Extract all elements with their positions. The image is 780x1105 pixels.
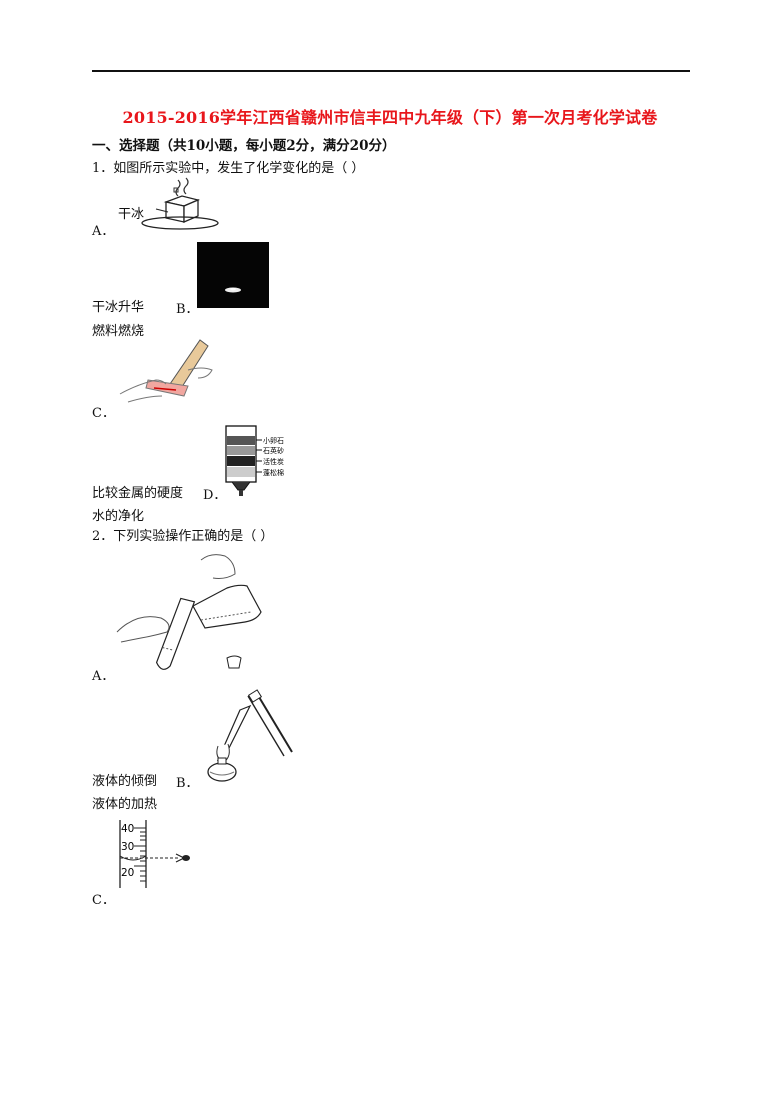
dry-ice-image [141, 177, 219, 230]
q1-option-c: C． [92, 406, 115, 421]
caption-metal-hardness: 比较金属的硬度 [92, 486, 184, 501]
filter-layer-1: 小卵石 [263, 436, 284, 445]
section-heading: 一、选择题（共10小题，每小题2分，满分20分） [92, 138, 396, 154]
liquid-pouring-image [116, 554, 262, 670]
question-2-stem: 2．下列实验操作正确的是（ ） [92, 529, 274, 544]
q1-option-b: B． [176, 302, 199, 317]
filter-layer-2: 石英砂 [263, 446, 284, 455]
page-title: 2015-2016学年江西省赣州市信丰四中九年级（下）第一次月考化学试卷 [122, 108, 658, 127]
q2-option-b: B． [176, 776, 199, 791]
caption-dry-ice-sublimation: 干冰升华 [92, 300, 145, 315]
question-1-stem: 1．如图所示实验中，发生了化学变化的是（ ） [92, 161, 365, 176]
metal-hardness-image [119, 339, 213, 403]
cyl-tick-20: 20 [121, 867, 134, 879]
caption-fuel-burning: 燃料燃烧 [92, 324, 145, 339]
filter-layer-3: 活性炭 [263, 457, 284, 466]
caption-liquid-heating: 液体的加热 [92, 797, 158, 812]
q1-option-a: A． [92, 224, 115, 239]
caption-water-purification: 水的净化 [92, 509, 145, 524]
caption-liquid-pouring: 液体的倾倒 [92, 774, 158, 789]
liquid-heating-image [207, 689, 293, 782]
q2-option-c: C． [92, 893, 115, 908]
q2-option-a: A． [92, 669, 115, 684]
fuel-burning-image [197, 242, 269, 308]
water-purifier-image: 小卵石 石英砂 活性炭 蓬松棉 [225, 425, 284, 496]
dry-ice-label: 干冰 [118, 207, 145, 222]
graduated-cylinder-image: 40 30 20 [119, 820, 190, 888]
top-rule [92, 70, 690, 72]
cyl-tick-40: 40 [121, 823, 134, 835]
cyl-tick-30: 30 [121, 841, 134, 853]
filter-layer-4: 蓬松棉 [263, 468, 284, 477]
q1-option-d: D． [203, 488, 227, 503]
